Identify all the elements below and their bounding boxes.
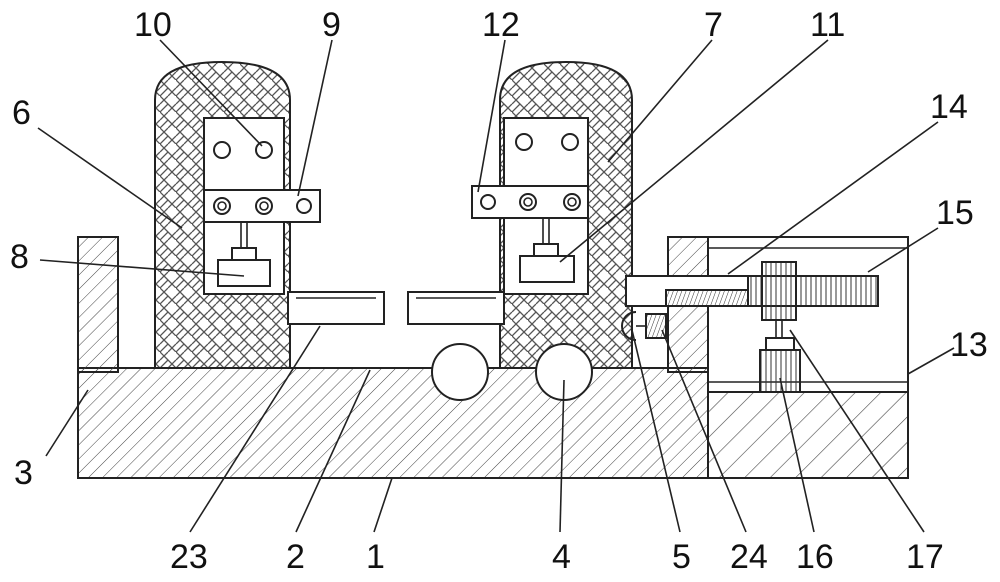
right-piston bbox=[519, 255, 575, 283]
label-17: 17 bbox=[906, 538, 944, 576]
label-23: 23 bbox=[170, 538, 208, 576]
label-7: 7 bbox=[704, 6, 723, 44]
label-16: 16 bbox=[796, 538, 834, 576]
label-9: 9 bbox=[322, 6, 341, 44]
label-15: 15 bbox=[936, 194, 974, 232]
right-jaw bbox=[407, 291, 505, 325]
label-8: 8 bbox=[10, 238, 29, 276]
motor-housing-box bbox=[707, 236, 909, 393]
label-4: 4 bbox=[552, 538, 571, 576]
left-piston bbox=[217, 259, 271, 287]
label-14: 14 bbox=[930, 88, 968, 126]
label-10: 10 bbox=[134, 6, 172, 44]
label-12: 12 bbox=[482, 6, 520, 44]
gear-hub bbox=[761, 261, 797, 321]
label-5: 5 bbox=[672, 538, 691, 576]
label-24: 24 bbox=[730, 538, 768, 576]
label-11: 11 bbox=[810, 6, 845, 44]
left-wall bbox=[77, 236, 119, 373]
label-2: 2 bbox=[286, 538, 305, 576]
motor bbox=[759, 349, 801, 393]
base-body bbox=[77, 367, 709, 479]
roller-left bbox=[431, 343, 489, 401]
label-6: 6 bbox=[12, 94, 31, 132]
motor-housing-base bbox=[707, 391, 909, 479]
label-13: 13 bbox=[950, 326, 988, 364]
label-3: 3 bbox=[14, 454, 33, 492]
label-1: 1 bbox=[366, 538, 385, 576]
left-jaw bbox=[287, 291, 385, 325]
